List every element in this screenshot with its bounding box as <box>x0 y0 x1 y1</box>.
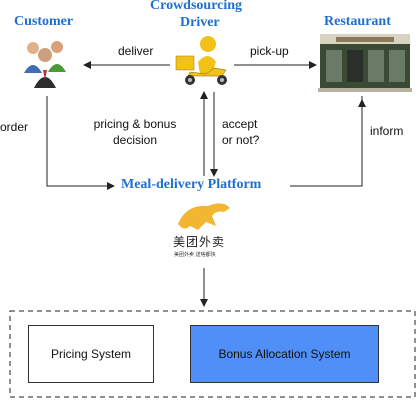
order-label: order <box>0 120 29 134</box>
system-container <box>9 310 416 398</box>
accept-label-line2: or not? <box>222 133 260 147</box>
driver-title-line2: Driver <box>180 15 220 30</box>
order-arrow <box>46 96 115 190</box>
customer-icon <box>24 41 66 88</box>
deliver-label: deliver <box>118 44 154 58</box>
inform-label: inform <box>370 124 404 138</box>
pickup-label: pick-up <box>250 44 289 58</box>
bonus-allocation-system-box: Bonus Allocation System <box>190 325 379 383</box>
inform-line <box>290 96 363 187</box>
pricing-label-line1: pricing & bonus <box>93 117 177 131</box>
driver-title-line1: Crowdsourcing <box>150 0 243 13</box>
restaurant-icon <box>318 34 412 92</box>
meituan-logo-text: 美团外卖 <box>173 235 226 249</box>
meituan-logo-slogan: 美团外卖 送啥都快 <box>174 252 216 258</box>
meituan-kangaroo-logo <box>178 203 230 230</box>
platform-title: Meal-delivery Platform <box>121 177 262 192</box>
accept-label-line1: accept <box>222 117 258 131</box>
pricing-label-line2: decision <box>112 133 158 147</box>
customer-title: Customer <box>14 14 74 29</box>
driver-icon <box>175 36 227 85</box>
restaurant-title: Restaurant <box>324 14 391 29</box>
pricing-system-box: Pricing System <box>28 325 154 383</box>
